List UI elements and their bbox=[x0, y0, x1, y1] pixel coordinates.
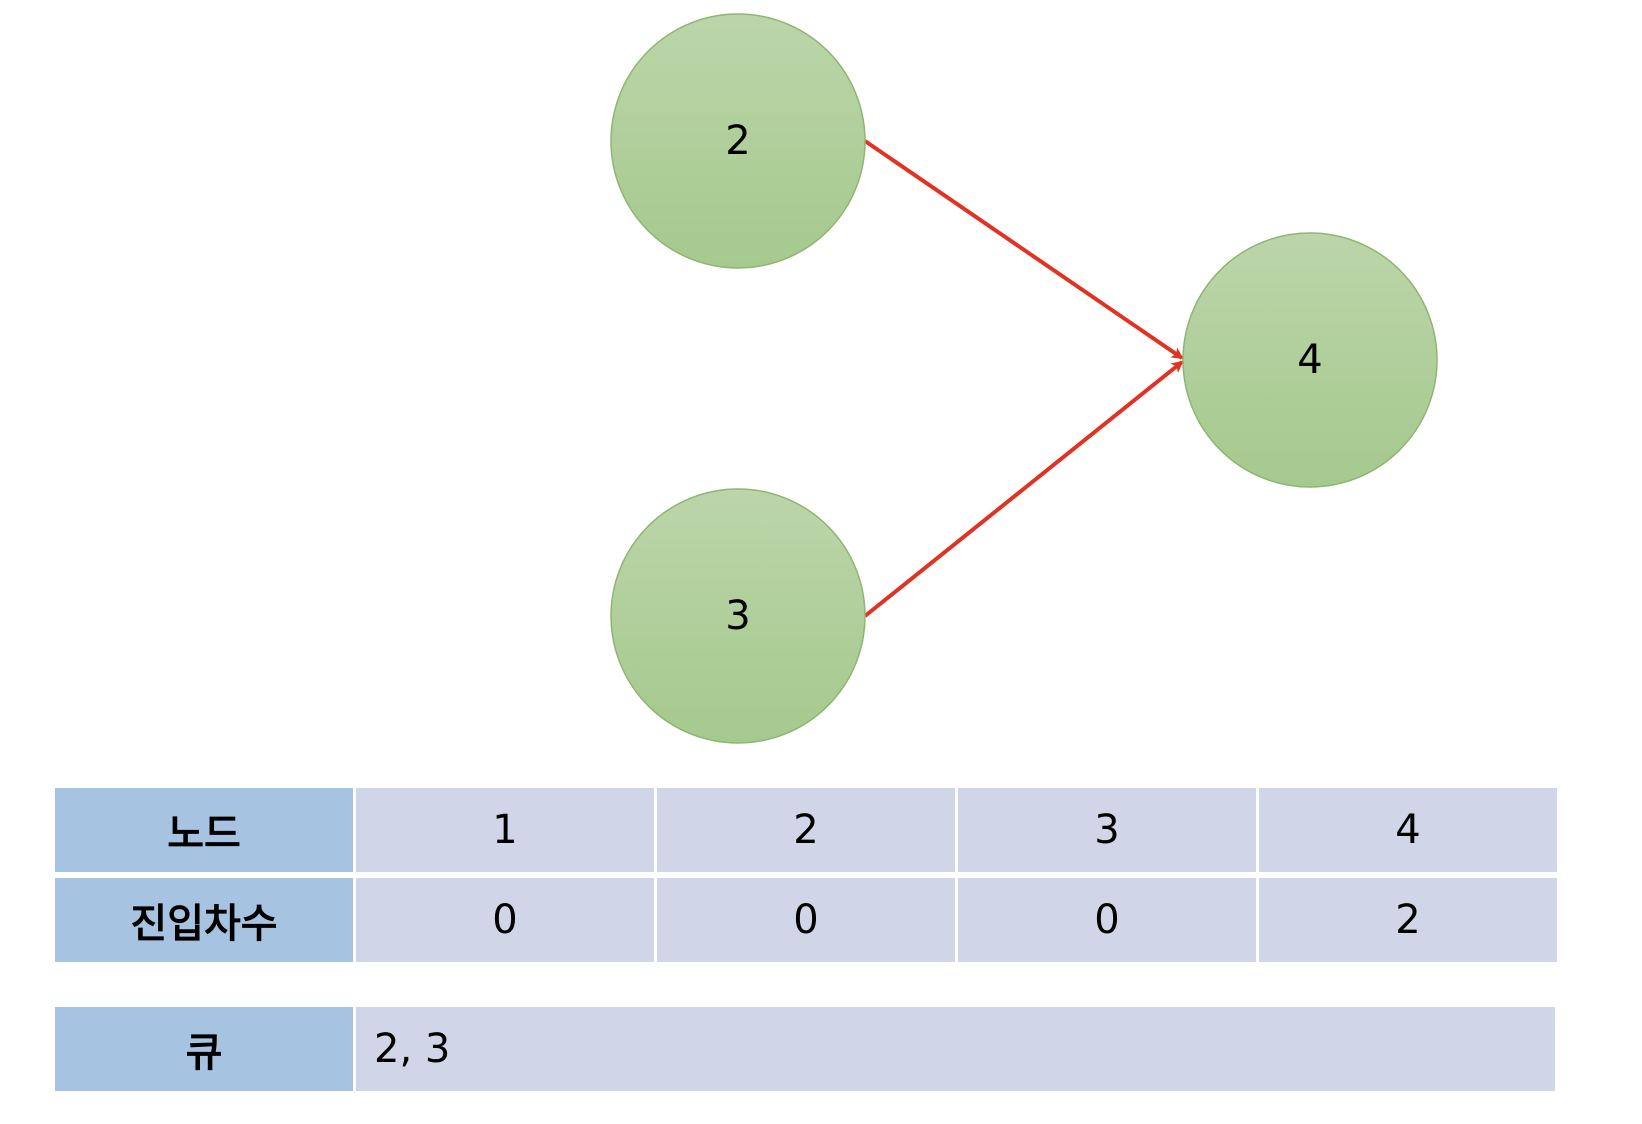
node-header: 노드 bbox=[55, 788, 353, 872]
node-3: 3 bbox=[610, 488, 866, 744]
node-2: 2 bbox=[610, 13, 866, 269]
indegree-header: 진입차수 bbox=[55, 878, 353, 962]
queue-value: 2, 3 bbox=[356, 1007, 1555, 1091]
node-4-label: 4 bbox=[1297, 337, 1322, 383]
edge-3-to-4 bbox=[863, 360, 1184, 618]
node-cell: 4 bbox=[1259, 788, 1557, 872]
node-cell: 1 bbox=[356, 788, 654, 872]
indegree-cell: 2 bbox=[1259, 878, 1557, 962]
indegree-cell: 0 bbox=[356, 878, 654, 962]
queue-header: 큐 bbox=[55, 1007, 353, 1091]
indegree-cell: 0 bbox=[657, 878, 955, 962]
node-cell: 2 bbox=[657, 788, 955, 872]
node-4: 4 bbox=[1182, 232, 1438, 488]
graph-diagram: 2 3 4 bbox=[610, 13, 1438, 744]
edge-2-to-4 bbox=[863, 139, 1184, 360]
node-row: 노드 1 2 3 4 bbox=[55, 788, 1557, 872]
node-2-label: 2 bbox=[725, 118, 750, 164]
indegree-row: 진입차수 0 0 0 2 bbox=[55, 878, 1557, 962]
node-3-label: 3 bbox=[725, 593, 750, 639]
indegree-cell: 0 bbox=[958, 878, 1256, 962]
node-cell: 3 bbox=[958, 788, 1256, 872]
queue-row: 큐 2, 3 bbox=[55, 1007, 1555, 1091]
